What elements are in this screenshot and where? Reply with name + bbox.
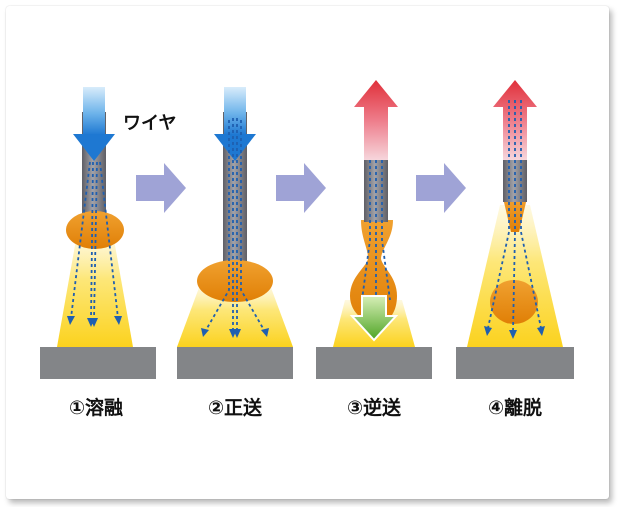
base-plate xyxy=(40,347,156,379)
step-2-label: ②正送 xyxy=(207,397,263,419)
base-plate xyxy=(316,347,432,379)
molten-droplet xyxy=(197,260,273,302)
step-1-label: ①溶融 xyxy=(68,397,124,419)
wire-label: ワイヤ xyxy=(123,113,177,134)
step-1-melting xyxy=(40,87,156,379)
current-lines xyxy=(205,118,265,331)
retract-arrow xyxy=(354,80,398,160)
step-3-retraction xyxy=(316,80,432,379)
base-plate xyxy=(177,347,293,379)
base-plate xyxy=(456,347,574,379)
detached-droplet xyxy=(490,280,538,324)
feed-arrow xyxy=(73,87,115,161)
step-2-forward-feed xyxy=(177,87,293,379)
step-4-detachment xyxy=(456,80,574,379)
current-arrowheads xyxy=(484,326,545,339)
current-lines xyxy=(487,100,542,333)
current-arrowheads xyxy=(201,328,269,338)
feed-arrow xyxy=(214,87,256,161)
current-lines xyxy=(70,161,119,321)
current-lines xyxy=(361,160,391,301)
step-3-label: ③逆送 xyxy=(346,397,402,419)
current-arrowheads xyxy=(67,316,122,327)
droplet-transfer-arrow xyxy=(349,295,399,342)
process-arrow xyxy=(416,163,466,213)
process-arrow xyxy=(136,163,186,213)
step-4-label: ④離脱 xyxy=(487,397,543,419)
process-arrow xyxy=(276,163,326,213)
